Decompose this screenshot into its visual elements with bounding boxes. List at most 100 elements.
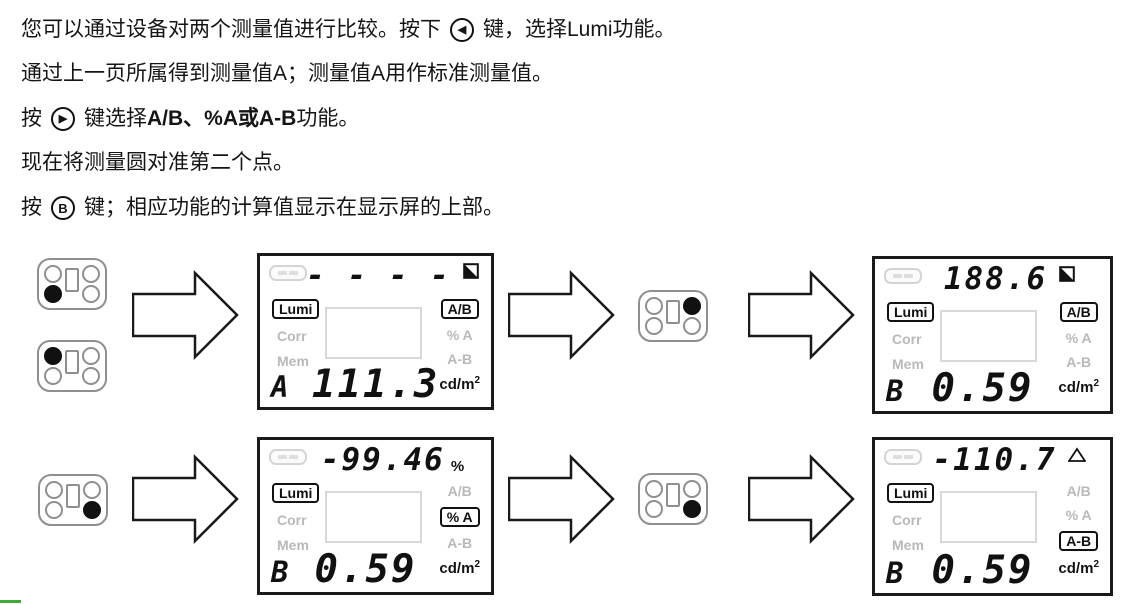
battery-icon bbox=[884, 268, 922, 284]
lcd-display-ab-result: 188.6 Lumi Corr Mem A/B % A A-B cd/m2 B … bbox=[872, 256, 1113, 414]
keypad-key bbox=[645, 500, 663, 518]
flow-arrow-icon bbox=[748, 270, 855, 360]
unit-label: cd/m2 bbox=[1058, 559, 1099, 577]
line4-text: 现在将测量圆对准第二个点。 bbox=[21, 151, 294, 174]
keypad-key bbox=[44, 265, 62, 283]
b-key-glyph: B bbox=[58, 200, 68, 216]
line1-text-pre: 您可以通过设备对两个测量值进行比较。按下 bbox=[21, 18, 441, 41]
battery-icon bbox=[884, 449, 922, 465]
main-reading: 0.59 bbox=[931, 366, 1034, 411]
function-ab-label: A/B bbox=[1059, 302, 1098, 322]
mem-label: Mem bbox=[892, 537, 924, 553]
mode-labels: Lumi Corr Mem bbox=[887, 302, 935, 372]
line3-text-pre: 按 bbox=[21, 107, 42, 130]
flow-arrow-icon bbox=[508, 454, 615, 544]
keypad-key bbox=[645, 317, 663, 335]
lcd-display-a: - - - - Lumi Corr Mem A/B % A A-B cd/m2 … bbox=[257, 253, 494, 410]
keypad-key bbox=[645, 480, 663, 498]
top-reading: 188.6 bbox=[943, 261, 1048, 297]
keypad-display-window bbox=[666, 300, 680, 324]
keypad-key bbox=[44, 347, 62, 365]
unit-label: cd/m2 bbox=[1058, 378, 1099, 396]
function-pa-label: % A bbox=[1065, 330, 1092, 346]
line2-text: 通过上一页所属得到测量值A；测量值A用作标准测量值。 bbox=[21, 62, 554, 85]
half-filled-square-icon bbox=[1059, 266, 1075, 282]
line3-function-names: A/B、%A或A-B bbox=[147, 107, 297, 130]
main-reading: 0.59 bbox=[931, 548, 1034, 593]
corr-label: Corr bbox=[277, 512, 307, 528]
right-arrow-glyph: ▶ bbox=[58, 112, 68, 125]
keypad-diagram-1 bbox=[37, 258, 107, 310]
mem-label: Mem bbox=[277, 537, 309, 553]
function-pa-label: % A bbox=[446, 327, 473, 343]
measurement-window bbox=[940, 310, 1037, 362]
lcd-display-pa-result: -99.46 % Lumi Corr Mem A/B % A A-B cd/m2… bbox=[257, 437, 494, 595]
function-labels: A/B % A A-B cd/m2 bbox=[1058, 483, 1099, 577]
keypad-key bbox=[83, 481, 101, 499]
keypad-display-window bbox=[65, 350, 79, 374]
top-reading-row: -110.7 bbox=[921, 445, 1098, 476]
keypad-key bbox=[683, 500, 701, 518]
lumi-mode-label: Lumi bbox=[272, 299, 320, 319]
function-amb-label: A-B bbox=[1066, 354, 1092, 370]
green-marker bbox=[0, 600, 21, 603]
line1-text-post: 键，选择Lumi功能。 bbox=[483, 18, 676, 41]
line3-text-group: 键选择A/B、%A或A-B功能。 bbox=[84, 106, 359, 132]
keypad-diagram-3 bbox=[638, 290, 708, 342]
instruction-line-1: 您可以通过设备对两个测量值进行比较。按下 ◀ 键，选择Lumi功能。 bbox=[21, 17, 676, 43]
keypad-key bbox=[683, 317, 701, 335]
triangle-icon bbox=[1068, 447, 1087, 462]
function-ab-label: A/B bbox=[1066, 483, 1091, 499]
lumi-mode-label: Lumi bbox=[887, 483, 935, 503]
keypad-display-window bbox=[66, 484, 80, 508]
lcd-display-amb-result: -110.7 Lumi Corr Mem A/B % A A-B cd/m2 B… bbox=[872, 437, 1113, 596]
function-pa-label: % A bbox=[1065, 507, 1092, 523]
keypad-key bbox=[683, 480, 701, 498]
channel-letter: B bbox=[271, 555, 291, 589]
top-reading: -110.7 bbox=[932, 442, 1057, 478]
line3-text-post: 功能。 bbox=[296, 107, 360, 130]
keypad-display-window bbox=[666, 483, 680, 507]
flow-arrow-icon bbox=[748, 454, 855, 544]
keypad-key bbox=[683, 297, 701, 315]
measurement-window bbox=[940, 491, 1037, 543]
measurement-window bbox=[325, 491, 422, 543]
mem-label: Mem bbox=[892, 356, 924, 372]
function-labels: A/B % A A-B cd/m2 bbox=[1058, 302, 1099, 396]
channel-letter: B bbox=[886, 556, 906, 590]
line5-text-pre: 按 bbox=[21, 196, 42, 219]
keypad-key bbox=[82, 367, 100, 385]
function-amb-label: A-B bbox=[447, 535, 473, 551]
keypad-key bbox=[45, 501, 63, 519]
function-labels: A/B % A A-B cd/m2 bbox=[439, 483, 480, 577]
keypad-key bbox=[82, 285, 100, 303]
lumi-mode-label: Lumi bbox=[887, 302, 935, 322]
percent-suffix: % bbox=[450, 458, 465, 475]
corr-label: Corr bbox=[277, 328, 307, 344]
keypad-display-window bbox=[65, 268, 79, 292]
keypad-key bbox=[83, 501, 101, 519]
channel-letter: B bbox=[886, 374, 906, 408]
unit-label: cd/m2 bbox=[439, 375, 480, 393]
keypad-key bbox=[44, 285, 62, 303]
left-arrow-key-icon: ◀ bbox=[450, 18, 474, 43]
function-ab-label: A/B bbox=[440, 299, 479, 319]
keypad-key bbox=[645, 297, 663, 315]
mem-label: Mem bbox=[277, 353, 309, 369]
b-key-icon: B bbox=[51, 196, 75, 221]
line5-text-post: 键；相应功能的计算值显示在显示屏的上部。 bbox=[84, 196, 504, 219]
function-pa-label: % A bbox=[439, 507, 480, 527]
mode-labels: Lumi Corr Mem bbox=[272, 299, 320, 369]
top-reading-row: - - - - bbox=[306, 261, 479, 292]
battery-icon bbox=[269, 265, 307, 281]
instruction-line-5: 按 B 键；相应功能的计算值显示在显示屏的上部。 bbox=[21, 195, 504, 221]
corr-label: Corr bbox=[892, 512, 922, 528]
right-arrow-key-icon: ▶ bbox=[51, 107, 75, 132]
top-reading: - - - - bbox=[306, 258, 451, 294]
keypad-key bbox=[82, 265, 100, 283]
function-amb-label: A-B bbox=[1059, 531, 1099, 551]
function-ab-label: A/B bbox=[447, 483, 472, 499]
keypad-diagram-5 bbox=[638, 473, 708, 525]
left-arrow-glyph: ◀ bbox=[457, 23, 467, 36]
keypad-key bbox=[82, 347, 100, 365]
